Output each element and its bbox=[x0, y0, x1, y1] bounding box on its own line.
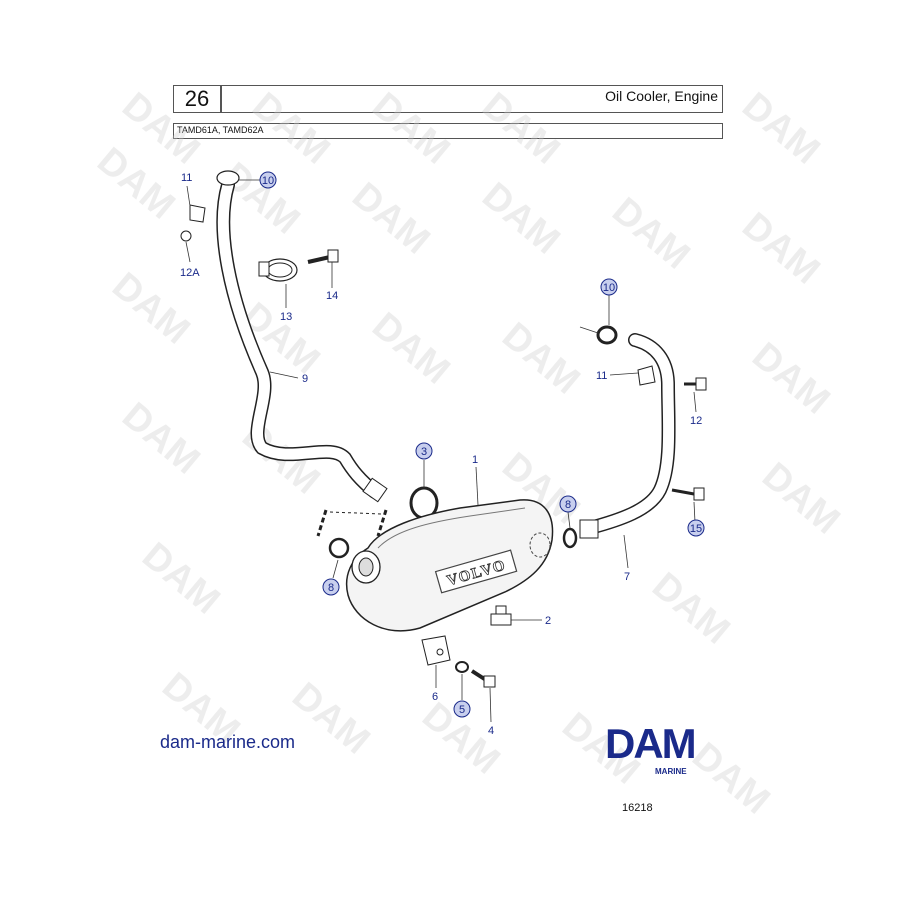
watermark: DAM bbox=[604, 190, 697, 278]
watermark: DAM bbox=[114, 395, 207, 483]
watermark: DAM bbox=[734, 85, 827, 173]
callout-11-left: 11 bbox=[181, 172, 192, 184]
o-ring-8-right bbox=[562, 527, 578, 549]
callout-14: 14 bbox=[326, 290, 338, 302]
watermark: DAM bbox=[754, 455, 847, 543]
watermark: DAM bbox=[474, 175, 567, 263]
watermark: DAM bbox=[284, 675, 377, 763]
bolt-4 bbox=[470, 669, 496, 688]
callout-labels: 11 12A 10 13 14 9 3 1 8 8 2 6 5 4 7 10 1… bbox=[180, 171, 705, 737]
drain-plug-2 bbox=[490, 605, 512, 626]
callout-6: 6 bbox=[432, 691, 438, 703]
clamp-11-left bbox=[180, 204, 206, 242]
watermark: DAM bbox=[474, 85, 567, 173]
callout-8-right: 8 bbox=[565, 499, 571, 511]
callout-12: 12 bbox=[690, 415, 702, 427]
watermark: DAM bbox=[684, 735, 777, 823]
website-link[interactable]: dam-marine.com bbox=[160, 732, 296, 752]
oil-pipe-9 bbox=[216, 170, 388, 503]
callout-9: 9 bbox=[302, 373, 308, 385]
callout-7: 7 bbox=[624, 571, 630, 583]
washer-5 bbox=[455, 661, 469, 673]
watermark: DAM bbox=[364, 305, 457, 393]
clamp-11-right bbox=[637, 365, 656, 386]
o-ring-8-left bbox=[328, 537, 350, 559]
callout-5: 5 bbox=[459, 704, 465, 716]
screw-15 bbox=[671, 487, 705, 501]
callout-11-right: 11 bbox=[596, 370, 607, 382]
o-ring-10-right bbox=[596, 325, 618, 345]
dam-marine-logo: DAM bbox=[605, 720, 697, 767]
watermark: DAM bbox=[344, 175, 437, 263]
callout-10-left: 10 bbox=[262, 175, 274, 187]
clamp-13 bbox=[258, 258, 298, 282]
watermark: DAM bbox=[644, 565, 737, 653]
callout-2: 2 bbox=[545, 615, 551, 627]
logo-text: DAM bbox=[605, 720, 695, 767]
page-title: Oil Cooler, Engine bbox=[605, 88, 718, 104]
model-list: TAMD61A, TAMD62A bbox=[177, 125, 264, 135]
bracket-6 bbox=[421, 635, 451, 666]
callout-13: 13 bbox=[280, 311, 292, 323]
watermark: DAM bbox=[364, 85, 457, 173]
title-box: Oil Cooler, Engine bbox=[221, 85, 723, 113]
models-box: TAMD61A, TAMD62A bbox=[173, 123, 723, 139]
hose-indicator bbox=[316, 509, 388, 537]
watermark: DAM bbox=[244, 85, 337, 173]
logo-subtext: MARINE bbox=[655, 767, 687, 776]
callout-8-left: 8 bbox=[328, 582, 334, 594]
screw-12 bbox=[684, 377, 707, 391]
callout-15: 15 bbox=[690, 523, 702, 535]
drawing-number: 16218 bbox=[622, 802, 653, 814]
callout-4: 4 bbox=[488, 725, 494, 737]
oil-pipe-7 bbox=[579, 333, 676, 539]
watermark: DAM bbox=[744, 335, 837, 423]
callout-1: 1 bbox=[472, 454, 478, 466]
callout-3: 3 bbox=[421, 446, 427, 458]
screw-14 bbox=[307, 249, 339, 264]
page-number: 26 bbox=[173, 85, 221, 113]
oil-cooler-1: VOLVO bbox=[346, 499, 554, 632]
callout-12a: 12A bbox=[180, 267, 200, 279]
watermark: DAM bbox=[494, 315, 587, 403]
watermark: DAM bbox=[134, 535, 227, 623]
callout-10-right: 10 bbox=[603, 282, 615, 294]
watermark: DAM bbox=[734, 205, 827, 293]
